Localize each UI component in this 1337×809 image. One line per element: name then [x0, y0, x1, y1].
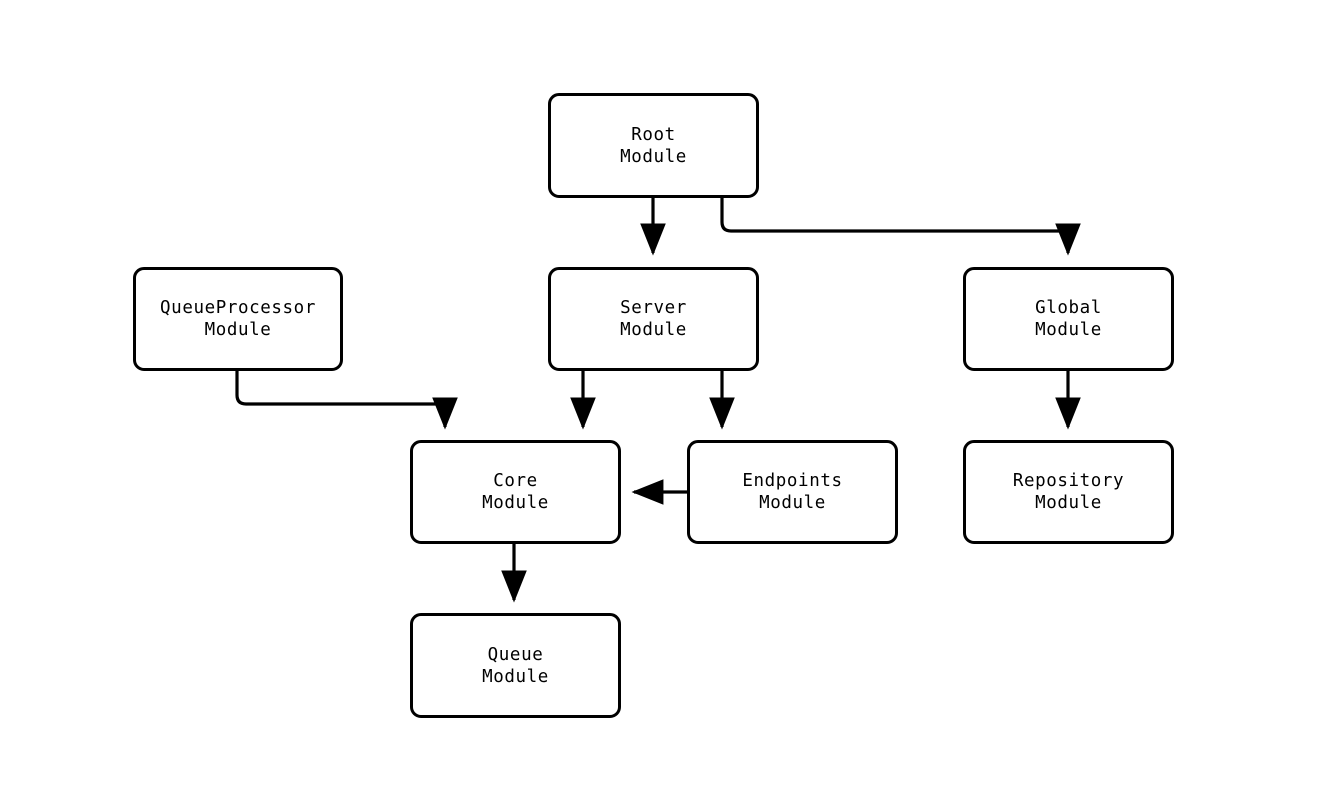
node-root-module[interactable]: Root Module [548, 93, 759, 198]
node-endpoints-module-title: Endpoints [742, 471, 843, 491]
node-root-module-subtitle: Module [620, 146, 687, 167]
node-global-module-subtitle: Module [1035, 320, 1102, 340]
edge-queueprocessor-core [235, 371, 458, 430]
node-endpoints-module-subtitle: Module [759, 493, 826, 513]
node-queue-module-title: Queue [487, 644, 544, 665]
node-queueprocessor-module-subtitle: Module [204, 320, 272, 340]
node-global-module-title: Global [1035, 298, 1102, 318]
edge-root-global [720, 198, 1081, 256]
node-queueprocessor-module-title: QueueProcessor [160, 298, 316, 318]
node-repository-module[interactable]: Repository Module [963, 440, 1174, 544]
node-server-module-title: Server [620, 298, 687, 318]
node-core-module-title: Core [493, 471, 538, 491]
node-root-module-title: Root [631, 124, 676, 145]
node-server-module-subtitle: Module [620, 320, 687, 340]
node-repository-module-subtitle: Module [1035, 493, 1102, 513]
node-queueprocessor-module[interactable]: QueueProcessor Module [133, 267, 343, 371]
node-core-module-subtitle: Module [482, 493, 549, 513]
node-queue-module-subtitle: Module [482, 666, 549, 687]
node-repository-module-title: Repository [1012, 471, 1125, 491]
node-queue-module[interactable]: Queue Module [410, 613, 621, 718]
node-endpoints-module[interactable]: Endpoints Module [687, 440, 898, 544]
node-core-module[interactable]: Core Module [410, 440, 621, 544]
node-global-module[interactable]: Global Module [963, 267, 1174, 371]
node-server-module[interactable]: Server Module [548, 267, 759, 371]
